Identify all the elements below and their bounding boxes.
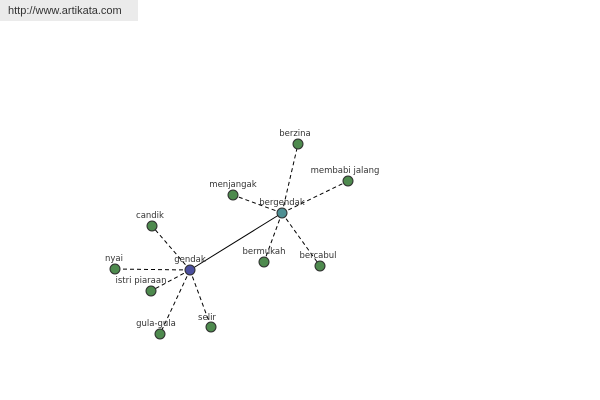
node-gula_gula[interactable] (154, 328, 166, 340)
node-label-bermukah: bermukah (242, 247, 285, 257)
node-label-membabi_jalang: membabi jalang (311, 166, 380, 176)
edge-bergendak-bermukah (263, 212, 283, 263)
node-label-nyai: nyai (105, 254, 123, 264)
node-label-menjangak: menjangak (209, 180, 256, 190)
node-label-selir: selir (198, 313, 216, 323)
node-nyai[interactable] (109, 263, 121, 275)
node-candik[interactable] (146, 220, 158, 232)
node-menjangak[interactable] (227, 189, 239, 201)
node-label-gendak: gendak (174, 255, 206, 265)
edges-layer (114, 143, 349, 335)
watermark-url: http://www.artikata.com (0, 0, 138, 21)
edge-gendak-istri_piaraan (150, 269, 191, 292)
node-label-istri_piaraan: istri piaraan (116, 276, 167, 286)
node-bermukah[interactable] (258, 256, 270, 268)
node-berzina[interactable] (292, 138, 304, 150)
edge-gendak-nyai (114, 268, 191, 271)
node-gendak[interactable] (184, 264, 196, 276)
node-bergendak[interactable] (276, 207, 288, 219)
edge-gendak-selir (189, 269, 212, 328)
edge-bergendak-menjangak (232, 194, 283, 214)
node-label-berzina: berzina (279, 129, 311, 139)
node-label-bercabul: bercabul (300, 251, 337, 261)
edge-gendak-candik (151, 225, 191, 271)
edge-bergendak-membabi_jalang (281, 180, 349, 214)
node-bercabul[interactable] (314, 260, 326, 272)
edge-bergendak-bercabul (281, 212, 321, 267)
node-label-gula_gula: gula-gula (136, 319, 176, 329)
node-membabi_jalang[interactable] (342, 175, 354, 187)
node-label-candik: candik (136, 211, 164, 221)
node-istri_piaraan[interactable] (145, 285, 157, 297)
edge-bergendak-berzina (281, 143, 299, 214)
edge-gendak-bergendak (189, 212, 283, 271)
edge-gendak-gula_gula (159, 269, 191, 335)
nodes-layer (109, 138, 354, 340)
node-label-bergendak: bergendak (259, 198, 305, 208)
node-selir[interactable] (205, 321, 217, 333)
labels-layer: gendak bergendak berzina membabi jalang menj… (105, 129, 379, 329)
